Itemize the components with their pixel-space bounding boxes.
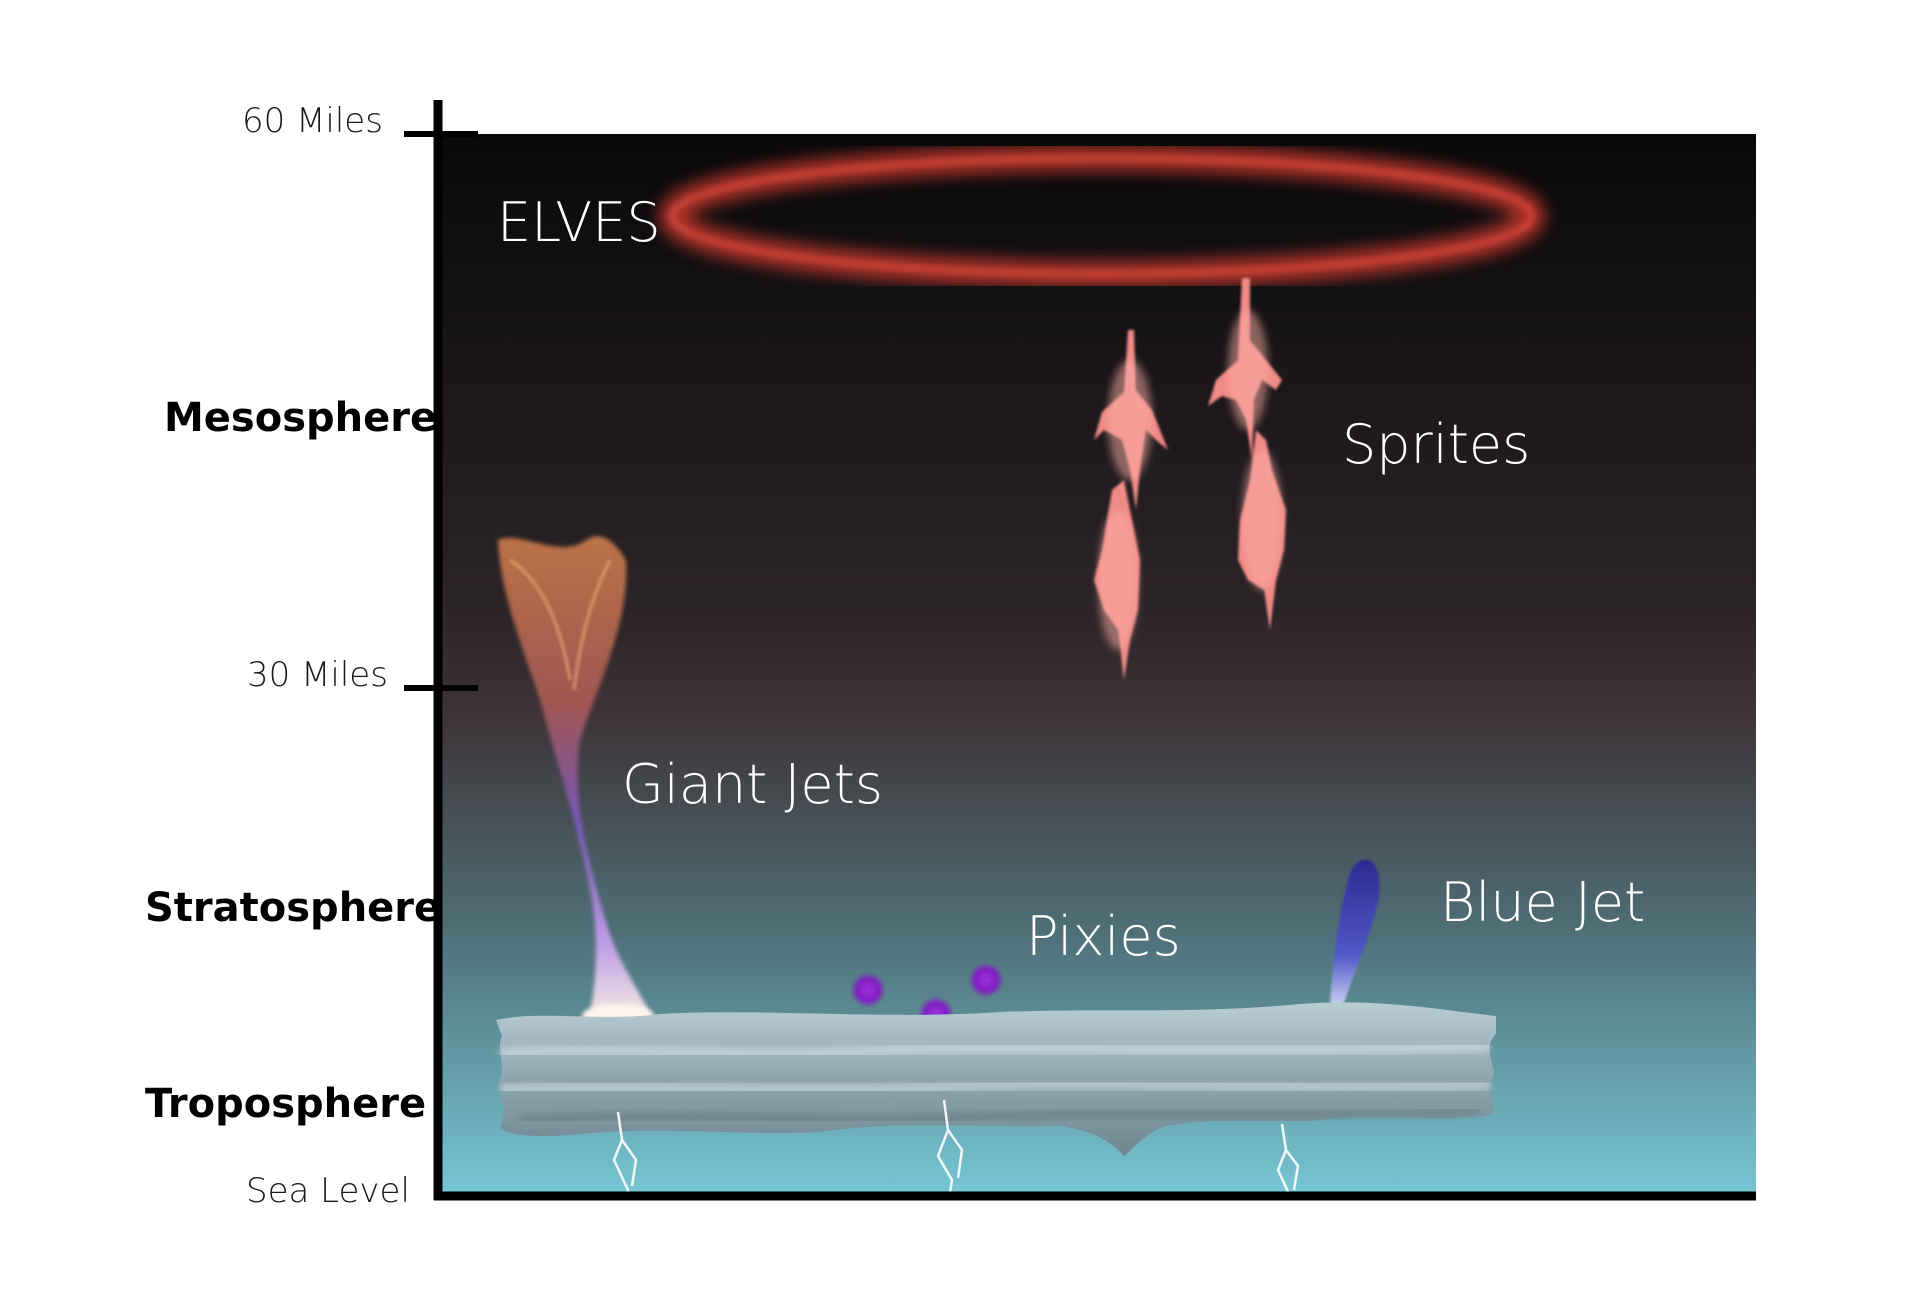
label-blue-jet: Blue Jet [1440,871,1646,934]
tick-label-sea-level: Sea Level [246,1171,410,1211]
altitude-axis [404,100,1756,1201]
tick-label-60-miles: 60 Miles [242,101,383,141]
layer-label-troposphere: Troposphere [145,1081,427,1127]
sprites-glow [1098,310,1282,650]
label-pixies: Pixies [1026,905,1181,968]
layer-label-stratosphere: Stratosphere [145,885,442,931]
label-elves: ELVES [497,191,661,254]
lightning-bolts [612,1099,1300,1217]
layer-label-mesosphere: Mesosphere [164,395,438,441]
blue-jet [1330,859,1380,1018]
label-giant-jets: Giant Jets [622,753,883,816]
tick-label-30-miles: 30 Miles [247,655,388,695]
elves-ring [659,145,1545,287]
label-sprites: Sprites [1342,413,1531,476]
cloud-layer [496,1002,1496,1156]
